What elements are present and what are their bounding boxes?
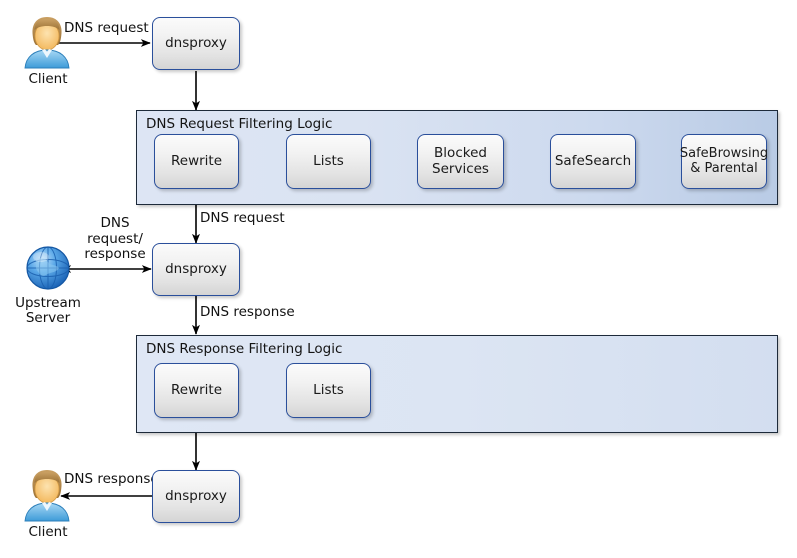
edge-label-dnsproxy-to-response-filter: DNS response — [200, 304, 295, 320]
client-bottom-label: Client — [28, 524, 68, 540]
edge-label-dnsproxy-to-client: DNS response — [64, 471, 159, 487]
dns-response-filtering-group: DNS Response Filtering Logic — [136, 335, 778, 433]
dnsproxy-middle-node[interactable]: dnsproxy — [152, 243, 240, 296]
dns-response-filtering-title: DNS Response Filtering Logic — [146, 341, 343, 357]
request-node-blocked-services[interactable]: Blocked Services — [417, 134, 504, 189]
response-node-lists[interactable]: Lists — [286, 363, 371, 418]
dns-request-filtering-title: DNS Request Filtering Logic — [146, 116, 333, 132]
upstream-globe-icon — [22, 242, 74, 294]
dnsproxy-top-node[interactable]: dnsproxy — [152, 17, 240, 70]
request-node-safebrowsing-parental[interactable]: SafeBrowsing & Parental — [680, 134, 768, 189]
edge-label-client-to-dnsproxy: DNS request — [64, 20, 149, 36]
request-node-safesearch[interactable]: SafeSearch — [550, 134, 636, 189]
upstream-server-label: Upstream Server — [15, 295, 81, 327]
request-node-lists[interactable]: Lists — [286, 134, 371, 189]
client-top-user-icon — [20, 14, 74, 70]
client-top-label: Client — [28, 71, 68, 87]
response-node-rewrite[interactable]: Rewrite — [154, 363, 239, 418]
edge-label-dnsproxy-to-request-filter: DNS request — [200, 210, 285, 226]
request-node-rewrite[interactable]: Rewrite — [154, 134, 239, 189]
client-bottom-user-icon — [20, 467, 74, 523]
edge-label-upstream-exchange: DNS request/ response — [84, 215, 146, 263]
dnsproxy-bottom-node[interactable]: dnsproxy — [152, 470, 240, 523]
